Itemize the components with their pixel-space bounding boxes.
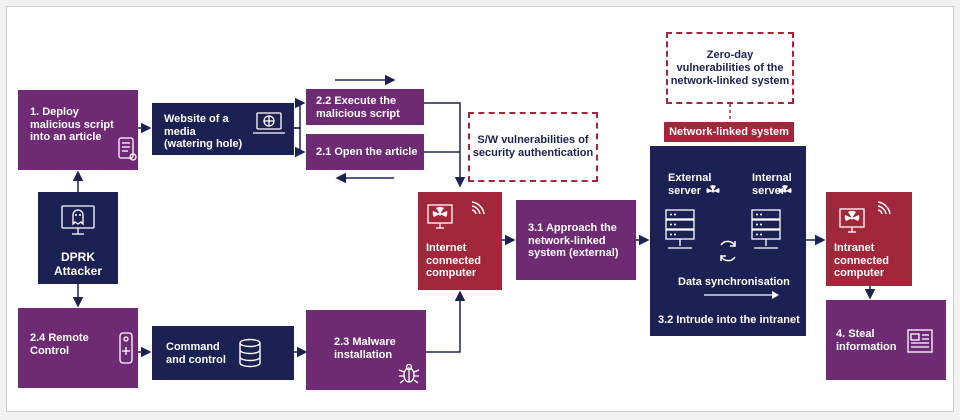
hazard-icon: [427, 204, 453, 229]
bug-icon: [398, 363, 420, 384]
external-server-label: External server: [668, 172, 712, 197]
newspaper-icon: [907, 329, 933, 353]
laptop-globe-icon: [253, 112, 285, 134]
zeroday-note: Zero-day vulnerabilities of the network-…: [666, 32, 794, 104]
open-node: 2.1 Open the article: [306, 134, 424, 170]
internal-server-label: Internal server: [752, 172, 792, 197]
wifi-icon: [877, 201, 891, 215]
remote-label: 2.4 Remote Control: [30, 332, 89, 357]
dprk-label: DPRK Attacker: [53, 250, 103, 278]
command-node: Command and control: [152, 326, 294, 380]
server-icon: [665, 209, 695, 249]
hazard-icon: [706, 185, 720, 193]
website-node: Website of a media (watering hole): [152, 103, 294, 155]
approach-label: 3.1 Approach the network-linked system (…: [528, 222, 619, 259]
intranet-computer-label: Intranet connected computer: [834, 242, 890, 279]
remote-icon: [119, 332, 133, 364]
sync-icon: [720, 240, 736, 262]
website-label: Website of a media (watering hole): [164, 113, 243, 150]
malware-node: 2.3 Malware installation: [306, 310, 426, 390]
open-label: 2.1 Open the article: [316, 146, 418, 158]
intranet-computer-node: Intranet connected computer: [826, 192, 912, 286]
data-sync-label: Data synchronisation: [678, 276, 790, 288]
deploy-label: 1. Deploy malicious script into an artic…: [30, 106, 114, 143]
intrude-label: 3.2 Intrude into the intranet: [658, 314, 800, 326]
deploy-node: 1. Deploy malicious script into an artic…: [18, 90, 138, 170]
wifi-icon: [471, 201, 485, 215]
execute-label: 2.2 Execute the malicious script: [316, 95, 400, 120]
hazard-icon: [778, 185, 792, 193]
network-linked-title: Network-linked system: [664, 122, 794, 142]
approach-node: 3.1 Approach the network-linked system (…: [516, 200, 636, 280]
network-linked-panel: External server Internal server Data syn…: [650, 146, 806, 336]
malware-label: 2.3 Malware installation: [334, 336, 396, 361]
steal-label: 4. Steal information: [836, 328, 897, 353]
steal-node: 4. Steal information: [826, 300, 946, 380]
scroll-icon: [118, 137, 137, 161]
dprk-node: DPRK Attacker: [38, 192, 118, 284]
command-label: Command and control: [166, 341, 226, 366]
hazard-icon: [839, 208, 865, 233]
database-icon: [239, 338, 261, 368]
internet-computer-node: Internet connected computer: [418, 192, 502, 290]
sw-vulnerabilities-note: S/W vulnerabilities of security authenti…: [468, 112, 598, 182]
ghost-monitor-icon: [61, 205, 95, 235]
remote-node: 2.4 Remote Control: [18, 308, 138, 388]
sync-arrow: [704, 291, 779, 299]
execute-node: 2.2 Execute the malicious script: [306, 89, 424, 125]
server-icon: [751, 209, 781, 249]
internet-computer-label: Internet connected computer: [426, 242, 482, 279]
